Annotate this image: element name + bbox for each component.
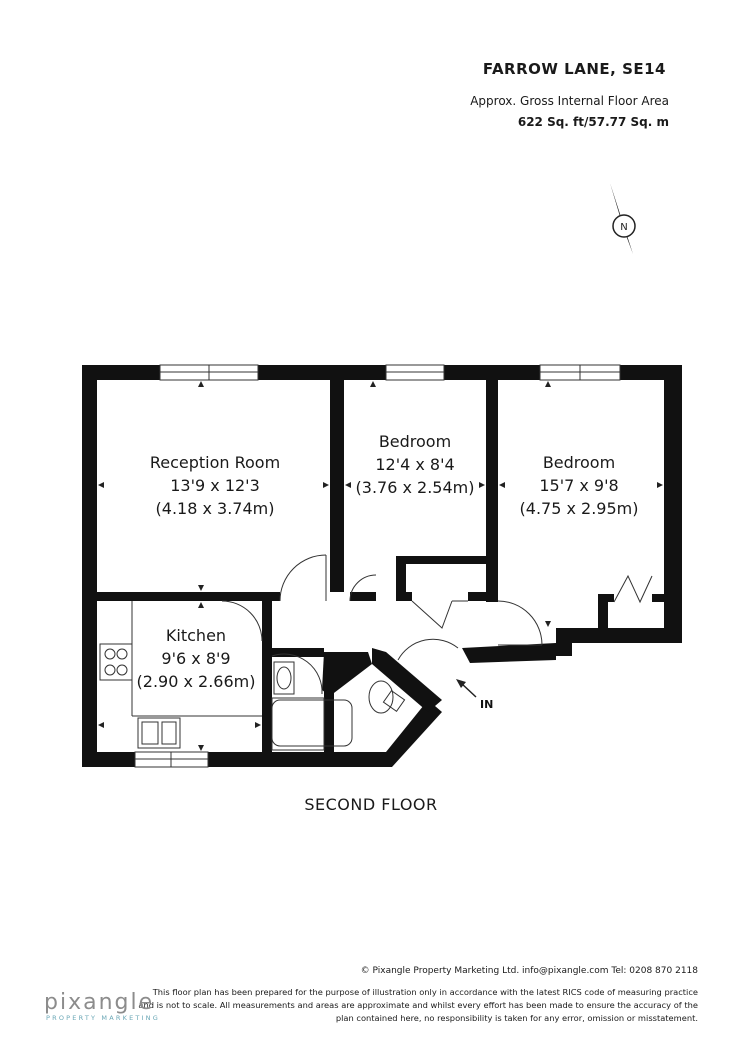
floor-label: SECOND FLOOR <box>304 795 438 814</box>
room-imperial: 9'6 x 8'9 <box>161 649 230 668</box>
pixangle-logo: pixangle <box>44 990 155 1015</box>
room-name: Kitchen <box>166 626 226 645</box>
room-metric: (4.18 x 3.74m) <box>156 499 275 518</box>
room-metric: (3.76 x 2.54m) <box>356 478 475 497</box>
property-title: FARROW LANE, SE14 <box>482 60 666 78</box>
room-name: Reception Room <box>150 453 280 472</box>
entrance-label: IN <box>480 698 493 711</box>
compass-icon: N <box>610 183 636 254</box>
disclaimer-text: This floor plan has been prepared for th… <box>138 987 698 1023</box>
room-kitchen: Kitchen 9'6 x 8'9 (2.90 x 2.66m) <box>137 626 256 691</box>
outer-walls <box>82 365 682 767</box>
compass-letter: N <box>620 222 627 233</box>
pixangle-logo-subtitle: PROPERTY MARKETING <box>46 1014 160 1022</box>
door-swings <box>221 554 653 695</box>
room-reception: Reception Room 13'9 x 12'3 (4.18 x 3.74m… <box>150 453 280 518</box>
dimension-markers <box>98 381 663 751</box>
entrance-arrow-icon <box>456 679 477 698</box>
room-imperial: 13'9 x 12'3 <box>170 476 260 495</box>
area-value: 622 Sq. ft/57.77 Sq. m <box>517 115 669 129</box>
room-metric: (2.90 x 2.66m) <box>137 672 256 691</box>
room-bedroom-2: Bedroom 15'7 x 9'8 (4.75 x 2.95m) <box>520 453 639 518</box>
copyright-text: © Pixangle Property Marketing Ltd. info@… <box>360 966 698 976</box>
room-metric: (4.75 x 2.95m) <box>520 499 639 518</box>
fixtures <box>99 601 406 751</box>
room-imperial: 12'4 x 8'4 <box>375 455 454 474</box>
windows <box>134 364 621 768</box>
room-name: Bedroom <box>379 432 451 451</box>
internal-walls <box>97 380 666 767</box>
room-imperial: 15'7 x 9'8 <box>539 476 618 495</box>
room-name: Bedroom <box>543 453 615 472</box>
room-bedroom-1: Bedroom 12'4 x 8'4 (3.76 x 2.54m) <box>356 432 475 497</box>
area-label: Approx. Gross Internal Floor Area <box>470 94 669 108</box>
